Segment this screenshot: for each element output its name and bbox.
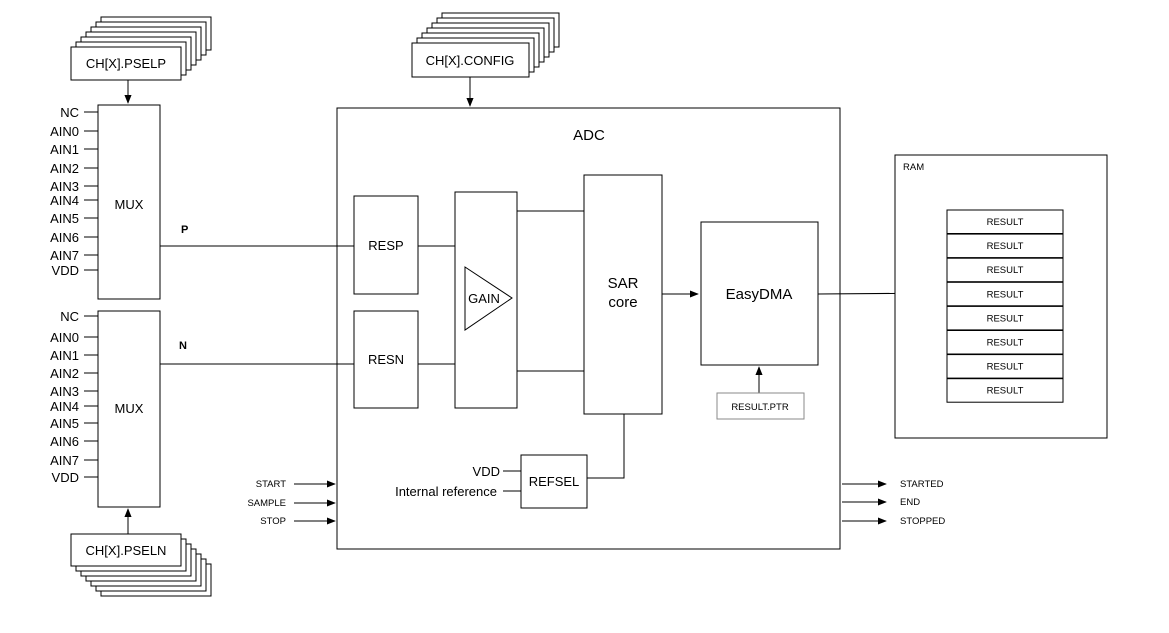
refsel-label: REFSEL	[529, 474, 580, 489]
mux-n-input-pin-label: VDD	[52, 470, 79, 485]
refsel-vdd-label: VDD	[473, 464, 500, 479]
sar-label-line1: SAR	[608, 275, 639, 292]
task-label: START	[256, 479, 286, 490]
refsel-internal-ref-label: Internal reference	[395, 484, 497, 499]
easydma-label: EasyDMA	[726, 286, 793, 303]
ram-result-label: RESULT	[987, 289, 1024, 300]
mux-n-input-pin-label: AIN1	[50, 348, 79, 363]
ram-result-label: RESULT	[987, 313, 1024, 324]
task-label: SAMPLE	[247, 498, 286, 509]
pseln-label: CH[X].PSELN	[86, 543, 167, 558]
config-label: CH[X].CONFIG	[426, 53, 515, 68]
ram-result-label: RESULT	[987, 265, 1024, 276]
mux-p-input-pin-label: AIN6	[50, 230, 79, 245]
resp-label: RESP	[368, 238, 403, 253]
mux-n-input-pin-label: AIN7	[50, 453, 79, 468]
event-label: END	[900, 497, 920, 508]
resp-box	[353, 195, 419, 295]
mux-p-input-pin-label: AIN4	[50, 193, 79, 208]
pseln-register-box	[70, 533, 182, 567]
mux-p-input-pin-label: VDD	[52, 263, 79, 278]
mux-n-input-pin-label: AIN6	[50, 434, 79, 449]
sar-core-box	[583, 174, 663, 415]
pseln-register-stack: CH[X].PSELN	[70, 533, 212, 597]
mux-n-input-pin-label: AIN2	[50, 366, 79, 381]
easydma-box	[700, 221, 819, 366]
mux-p-input-pin-label: AIN5	[50, 211, 79, 226]
config-register-stack: CH[X].CONFIG	[411, 12, 560, 78]
pselp-register-box	[70, 46, 182, 81]
mux-n-input-pin-label: AIN0	[50, 330, 79, 345]
event-outputs: STARTED END STOPPED	[842, 479, 945, 527]
mux-n-input-pin-label: AIN4	[50, 399, 79, 414]
config-register-box	[411, 42, 530, 78]
ram-result-label: RESULT	[987, 338, 1024, 349]
pselp-register-stack: CH[X].PSELP	[70, 16, 212, 81]
mux-p-input-pin-label: AIN2	[50, 161, 79, 176]
mux-p-box	[97, 104, 161, 300]
mux-n-input-pin-label: NC	[60, 309, 79, 324]
p-label: P	[181, 224, 188, 236]
mux-p-input-pin-label: AIN7	[50, 248, 79, 263]
resn-box	[353, 310, 419, 409]
ram-result-slot	[946, 330, 1064, 355]
ram-result-slot	[946, 281, 1064, 307]
mux-n-label: MUX	[115, 401, 144, 416]
sar-label-line2: core	[608, 294, 637, 311]
mux-n-input-pin-label: AIN5	[50, 416, 79, 431]
ram-result-label: RESULT	[987, 362, 1024, 373]
refsel-to-sar-wire	[587, 414, 625, 479]
gain-label: GAIN	[468, 291, 500, 306]
ram-result-label: RESULT	[987, 386, 1024, 397]
ram-result-label: RESULT	[987, 217, 1024, 228]
mux-n-input-pin-label: AIN3	[50, 384, 79, 399]
ram-label: RAM	[903, 162, 924, 173]
ram-result-slot	[946, 233, 1064, 259]
pselp-label: CH[X].PSELP	[86, 56, 166, 71]
ram-result-slot	[946, 378, 1064, 403]
ram-result-label: RESULT	[987, 241, 1024, 252]
ram-result-slot	[946, 257, 1064, 283]
gain-amplifier-triangle	[464, 266, 513, 331]
event-label: STARTED	[900, 479, 944, 490]
result-ptr-label: RESULT.PTR	[731, 402, 789, 413]
mux-n-box	[97, 310, 161, 508]
adc-label: ADC	[573, 127, 605, 144]
result-ptr-box	[716, 392, 805, 420]
resn-label: RESN	[368, 352, 404, 367]
mux-p-input-pin-label: AIN1	[50, 142, 79, 157]
task-label: STOP	[260, 516, 286, 527]
ram-result-slot	[946, 305, 1064, 331]
mux-p-input-pin-label: AIN3	[50, 179, 79, 194]
n-label: N	[179, 340, 187, 352]
task-inputs: START SAMPLE STOP	[247, 479, 336, 527]
ram-result-slot	[946, 354, 1064, 379]
mux-p-input-pin-label: NC	[60, 105, 79, 120]
event-label: STOPPED	[900, 516, 945, 527]
refsel-box	[520, 454, 588, 509]
ram-result-slot	[946, 209, 1064, 234]
ram-result-list: RESULT RESULT RESULT RESULT RESULT RESULT RESU…	[946, 209, 1064, 403]
mux-p-input-pin-label: AIN0	[50, 124, 79, 139]
mux-p-label: MUX	[115, 197, 144, 212]
